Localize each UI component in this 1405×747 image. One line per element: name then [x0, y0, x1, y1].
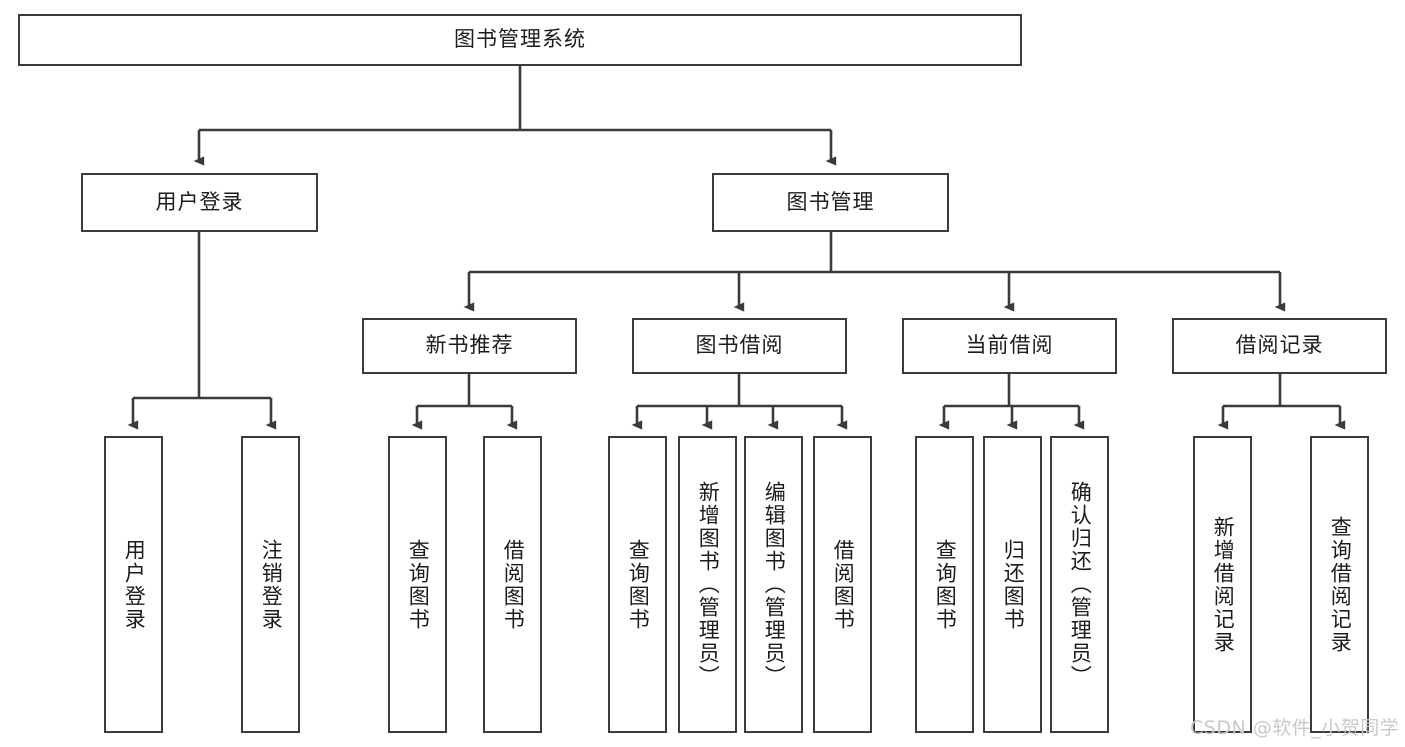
leaf-borrow-record-add-label: 新增借阅记录: [1211, 515, 1236, 654]
leaf-book-borrow-query-label: 查询图书: [626, 538, 651, 631]
node-current-borrow[interactable]: 当前借阅: [902, 318, 1117, 374]
leaf-new-book-query[interactable]: 查询图书: [388, 436, 447, 733]
node-borrow-record[interactable]: 借阅记录: [1172, 318, 1387, 374]
leaf-book-borrow-borrow-label: 借阅图书: [831, 538, 856, 631]
leaf-user-login-logout[interactable]: 注销登录: [241, 436, 300, 733]
leaf-user-login-logout-label: 注销登录: [259, 538, 284, 631]
node-book-management-label: 图书管理: [786, 189, 875, 214]
leaf-borrow-record-query[interactable]: 查询借阅记录: [1310, 436, 1369, 733]
leaf-book-borrow-borrow[interactable]: 借阅图书: [813, 436, 872, 733]
node-current-borrow-label: 当前借阅: [965, 333, 1054, 358]
node-user-login[interactable]: 用户登录: [81, 173, 318, 232]
leaf-new-book-borrow-label: 借阅图书: [501, 538, 526, 631]
leaf-current-borrow-confirm-label: 确认归还（管理员）: [1068, 481, 1093, 688]
node-new-book-recommend-label: 新书推荐: [425, 333, 514, 358]
leaf-current-borrow-query[interactable]: 查询图书: [915, 436, 974, 733]
leaf-user-login-login[interactable]: 用户登录: [104, 436, 163, 733]
node-root-label: 图书管理系统: [454, 27, 586, 52]
node-book-management[interactable]: 图书管理: [712, 173, 949, 232]
leaf-book-borrow-query[interactable]: 查询图书: [608, 436, 667, 733]
node-root[interactable]: 图书管理系统: [18, 14, 1022, 66]
leaf-borrow-record-add[interactable]: 新增借阅记录: [1193, 436, 1252, 733]
leaf-book-borrow-edit[interactable]: 编辑图书（管理员）: [744, 436, 803, 733]
watermark: CSDN @软件_小贺同学: [1190, 717, 1400, 739]
leaf-current-borrow-confirm[interactable]: 确认归还（管理员）: [1050, 436, 1109, 733]
node-book-borrow[interactable]: 图书借阅: [632, 318, 847, 374]
leaf-borrow-record-query-label: 查询借阅记录: [1328, 515, 1353, 654]
leaf-current-borrow-return-label: 归还图书: [1001, 538, 1026, 631]
leaf-book-borrow-add-label: 新增图书（管理员）: [696, 481, 721, 688]
leaf-current-borrow-query-label: 查询图书: [933, 538, 958, 631]
leaf-new-book-borrow[interactable]: 借阅图书: [483, 436, 542, 733]
leaf-book-borrow-add[interactable]: 新增图书（管理员）: [678, 436, 737, 733]
node-book-borrow-label: 图书借阅: [695, 333, 784, 358]
leaf-new-book-query-label: 查询图书: [406, 538, 431, 631]
leaf-book-borrow-edit-label: 编辑图书（管理员）: [762, 481, 787, 688]
node-borrow-record-label: 借阅记录: [1235, 333, 1324, 358]
node-new-book-recommend[interactable]: 新书推荐: [362, 318, 577, 374]
node-user-login-label: 用户登录: [155, 189, 244, 214]
leaf-user-login-login-label: 用户登录: [122, 538, 147, 631]
leaf-current-borrow-return[interactable]: 归还图书: [983, 436, 1042, 733]
